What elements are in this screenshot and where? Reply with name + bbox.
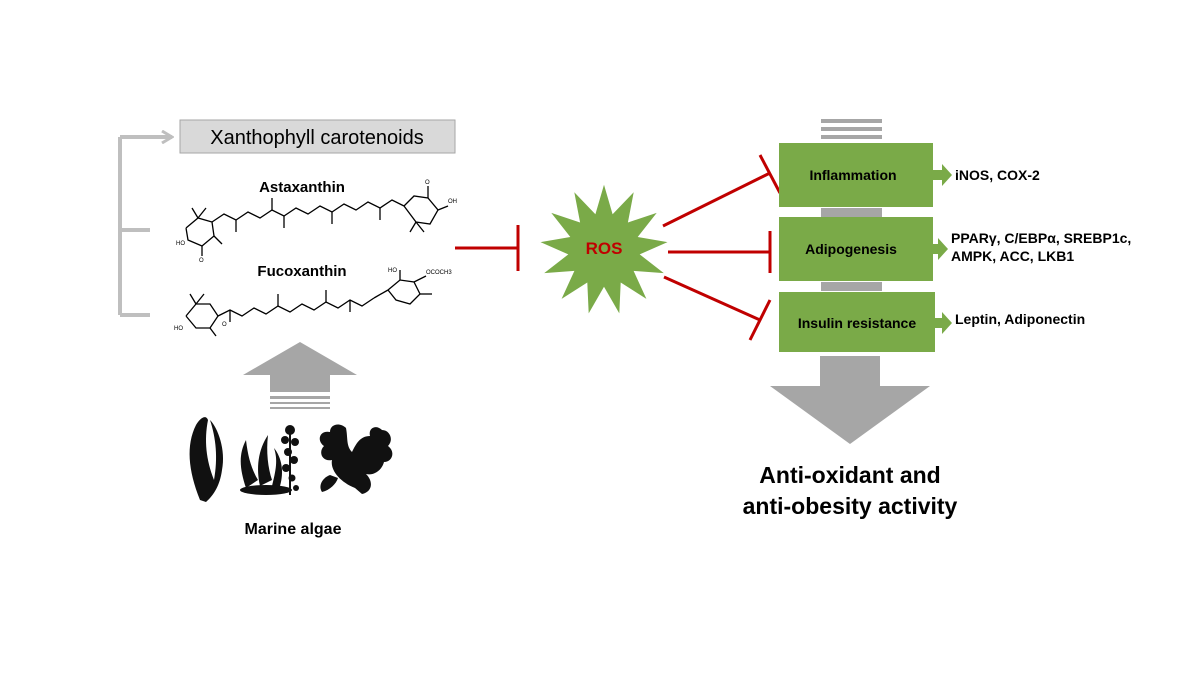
- ros-starburst: ROS: [540, 184, 668, 314]
- astaxanthin-oh-right: OH: [448, 199, 457, 205]
- fucoxanthin-ococh3: OCOCH3: [426, 270, 452, 276]
- marine-algae-label: Marine algae: [245, 521, 342, 538]
- inhibit-ros-insulin: [663, 275, 772, 341]
- astaxanthin-oh-left: HO: [176, 241, 185, 247]
- column-top-bars: [821, 119, 882, 139]
- astaxanthin-label: Astaxanthin: [259, 179, 345, 196]
- upward-arrow: [243, 342, 357, 409]
- connector-1: [821, 208, 882, 217]
- astaxanthin-o-right: O: [425, 180, 430, 186]
- source-bracket: [118, 137, 172, 317]
- seaweed-icon-2: [240, 425, 299, 495]
- insulin-resistance-label: Insulin resistance: [798, 315, 916, 331]
- arrow-inflammation-markers: [933, 164, 952, 186]
- outcome-down-arrow: [770, 356, 930, 444]
- fucoxanthin-label: Fucoxanthin: [257, 263, 346, 280]
- target-insulin-resistance: Insulin resistance: [779, 292, 935, 352]
- seaweed-icon-1: [189, 417, 224, 502]
- fucoxanthin-oh: HO: [174, 326, 183, 332]
- adipogenesis-markers-line1: PPARγ, C/EBPα, SREBP1c,: [951, 230, 1131, 246]
- fucoxanthin-oh-top: HO: [388, 268, 397, 274]
- insulin-markers: Leptin, Adiponectin: [955, 311, 1085, 327]
- outcome-line-1: Anti-oxidant and: [759, 462, 940, 488]
- adipogenesis-markers-line2: AMPK, ACC, LKB1: [951, 248, 1074, 264]
- fucoxanthin-o: O: [222, 322, 227, 328]
- inflammation-label: Inflammation: [809, 167, 896, 183]
- astaxanthin-o-left: O: [199, 258, 204, 264]
- xanthophyll-title: Xanthophyll carotenoids: [210, 127, 423, 149]
- target-inflammation: Inflammation: [779, 143, 933, 207]
- arrow-insulin-markers: [935, 312, 952, 334]
- inhibit-compounds-ros: [455, 225, 520, 271]
- ros-label: ROS: [586, 239, 623, 258]
- arrow-adipogenesis-markers: [933, 238, 948, 260]
- outcome-line-2: anti-obesity activity: [743, 493, 958, 519]
- seaweed-icon-3: [319, 424, 393, 494]
- adipogenesis-label: Adipogenesis: [805, 241, 897, 257]
- target-adipogenesis: Adipogenesis: [779, 217, 933, 281]
- inflammation-markers: iNOS, COX-2: [955, 167, 1040, 183]
- inhibit-ros-inflammation: [662, 154, 782, 228]
- connector-2: [821, 282, 882, 291]
- astaxanthin-structure: [185, 186, 449, 256]
- inhibit-ros-adipogenesis: [668, 231, 772, 273]
- fucoxanthin-structure: [185, 270, 432, 337]
- xanthophyll-title-box: Xanthophyll carotenoids: [179, 119, 456, 154]
